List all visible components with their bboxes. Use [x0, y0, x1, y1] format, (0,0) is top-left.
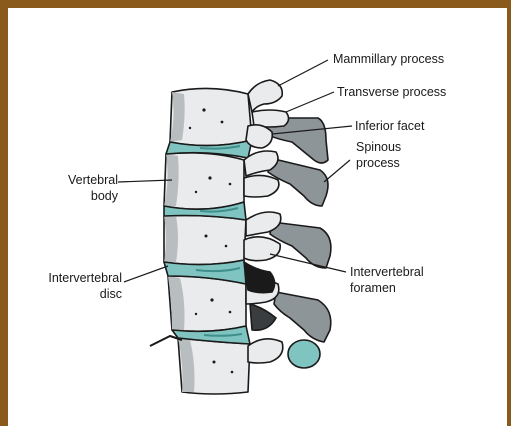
leader-vertebral-body: [118, 180, 172, 182]
label-inferior-facet: Inferior facet: [355, 118, 424, 134]
spinous-process-4: [274, 292, 331, 342]
label-vertebral-line-2: body: [50, 188, 118, 204]
label-foramen-line-1: Intervertebral: [350, 264, 424, 280]
inferior-facet-1: [246, 125, 272, 148]
spinous-process-tip: [288, 340, 320, 368]
label-vertebral-body: Vertebral body: [50, 172, 118, 204]
mammillary-process: [248, 80, 282, 112]
label-disc-line-2: disc: [42, 286, 122, 302]
leader-mammillary: [278, 60, 328, 86]
sacrum-outline: [150, 336, 182, 346]
leader-transverse: [286, 92, 334, 112]
label-spinous-line-1: Spinous: [356, 139, 401, 155]
label-spinous-line-2: process: [356, 155, 401, 171]
label-foramen-line-2: foramen: [350, 280, 424, 296]
label-intervertebral-foramen: Intervertebral foramen: [350, 264, 424, 296]
label-vertebral-line-1: Vertebral: [50, 172, 118, 188]
label-disc-line-1: Intervertebral: [42, 270, 122, 286]
label-mammillary-process: Mammillary process: [333, 51, 444, 67]
leader-spinous: [324, 160, 350, 182]
leader-intervertebral-disc: [124, 266, 168, 282]
label-transverse-process: Transverse process: [337, 84, 446, 100]
intervertebral-foramen: [244, 262, 275, 293]
label-spinous-process: Spinous process: [356, 139, 401, 171]
label-intervertebral-disc: Intervertebral disc: [42, 270, 122, 302]
